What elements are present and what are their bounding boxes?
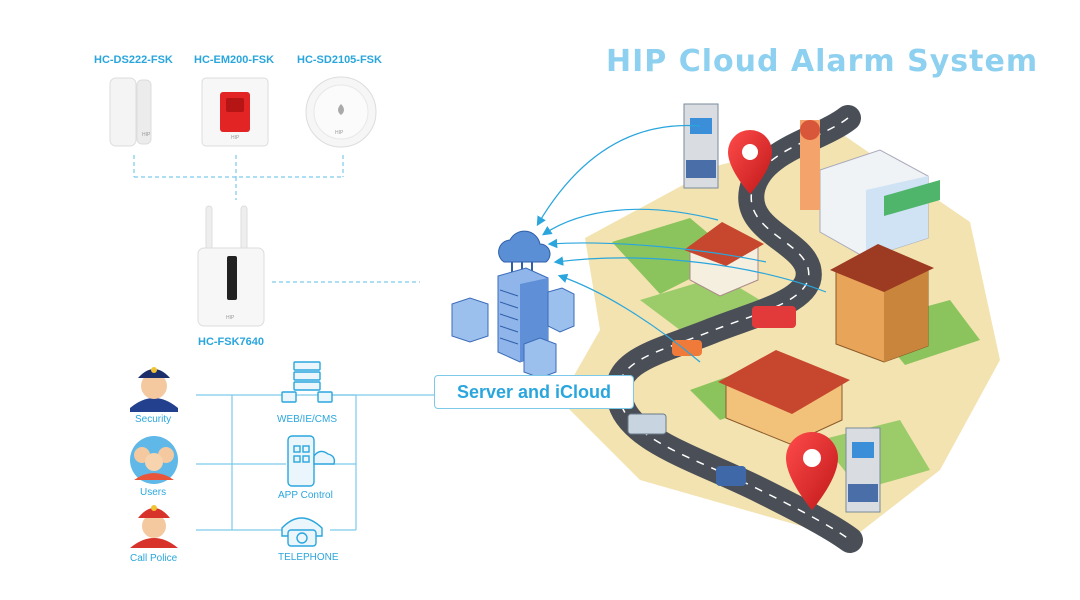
smoke-detector-icon: HIP <box>305 76 377 148</box>
channel-label-web: WEB/IE/CMS <box>277 414 338 425</box>
firefighter-icon <box>130 505 178 548</box>
apartment-icon <box>830 244 934 363</box>
user-label-security: Security <box>135 414 172 425</box>
atm-icon <box>683 103 719 189</box>
channel-label-app: APP Control <box>278 490 333 501</box>
security-guard-icon <box>130 367 178 412</box>
police-car-icon <box>716 466 746 486</box>
svg-text:HIP: HIP <box>226 315 235 321</box>
telephone-icon <box>281 517 323 547</box>
city-map <box>560 103 1000 553</box>
users-group-icon <box>130 436 178 484</box>
server-label: Server and iCloud <box>434 375 634 409</box>
emergency-button-icon: HIP <box>201 77 269 147</box>
fire-truck-icon <box>752 306 796 328</box>
location-pin-icon <box>786 432 838 510</box>
svg-text:HIP: HIP <box>142 132 151 138</box>
house-icon-2 <box>718 350 850 445</box>
alarm-gateway-icon: HIP <box>197 205 265 327</box>
device-label-em200: HC-EM200-FSK <box>194 54 275 66</box>
connection-lines <box>196 394 434 531</box>
device-label-ds222: HC-DS222-FSK <box>94 54 173 66</box>
server-network-icon <box>281 361 333 403</box>
atm-icon <box>845 427 881 513</box>
device-label-sd2105: HC-SD2105-FSK <box>297 54 382 66</box>
door-sensor-icon: HIP <box>109 77 152 147</box>
gateway-label: HC-FSK7640 <box>198 336 265 348</box>
location-pin-icon <box>728 130 772 194</box>
svg-text:HIP: HIP <box>231 135 240 141</box>
user-label-users: Users <box>140 487 167 498</box>
user-label-call-police: Call Police <box>130 553 178 564</box>
device-link-lines <box>133 155 420 283</box>
car-icon <box>672 340 702 356</box>
page-title: HIP Cloud Alarm System <box>606 44 1039 79</box>
server-icon <box>451 230 575 379</box>
channel-label-telephone: TELEPHONE <box>278 552 339 563</box>
pizza-shop-icon <box>800 120 940 259</box>
svg-text:HIP: HIP <box>335 130 344 136</box>
house-icon-1 <box>684 222 764 297</box>
truck-icon <box>627 413 667 435</box>
alarm-signal-arrows <box>536 124 827 363</box>
smartphone-app-icon <box>287 435 336 487</box>
